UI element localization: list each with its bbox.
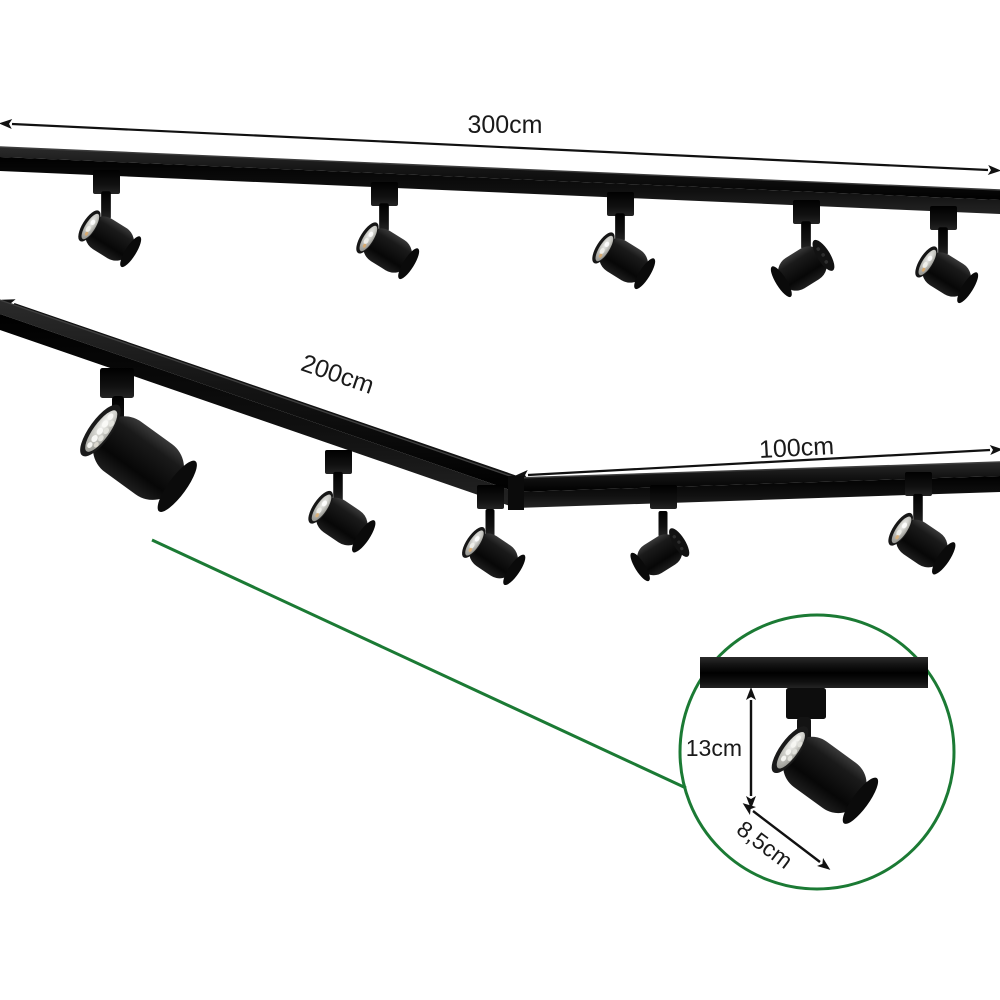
track-adapter: [477, 485, 504, 509]
dimension-100cm: 100cm: [515, 432, 1000, 480]
lower-spotlight-group: [303, 450, 960, 588]
rail-top-face: [0, 147, 1000, 200]
spotlight-body: [92, 416, 184, 500]
spotlight-fixture: [303, 450, 380, 556]
detail-rail-top: [700, 657, 928, 673]
dimension-line-300cm: [0, 119, 1000, 175]
spotlight-fixture: [588, 192, 659, 292]
rail-top-face-long: [0, 300, 516, 492]
callout-circle: [678, 613, 956, 891]
track-adapter: [325, 450, 352, 474]
spotlight-fixture: [627, 485, 693, 584]
spotlight-fixture-detailed: [80, 368, 197, 512]
track-adapter: [650, 485, 677, 509]
track-adapter: [607, 192, 634, 216]
detail-rail-face: [700, 673, 928, 688]
track-adapter: [905, 472, 932, 496]
detail-track-adapter: [786, 688, 826, 719]
dimension-label-300cm: 300cm: [467, 111, 542, 139]
spotlight-fixture: [911, 206, 982, 306]
rail-highlight: [0, 146, 1000, 191]
callout-leader-line: [151, 538, 687, 790]
spotlight-back-cap: [157, 460, 197, 512]
spotlight-fixture: [767, 200, 839, 300]
spotlight-fixture: [457, 485, 529, 588]
track-adapter: [100, 368, 134, 398]
detail-back-cap: [842, 777, 879, 824]
rail-highlight-short: [515, 461, 1000, 479]
dimension-300cm: 300cm: [0, 111, 1000, 175]
detail-fixture-group: [700, 657, 928, 824]
detail-spotlight-body: [783, 736, 867, 814]
led-array: [87, 413, 115, 448]
track-adapter: [371, 182, 398, 206]
lower-track-assembly: 200cm 100cm: [0, 299, 1000, 588]
dimension-line-200cm: [1, 299, 533, 483]
detail-led-array: [780, 735, 803, 762]
upper-track-assembly: 300cm: [0, 111, 1000, 306]
dimension-line-85cm: [742, 803, 831, 870]
track-adapter: [793, 200, 820, 224]
spotlight-fixture: [883, 472, 960, 578]
rail-top-face-short: [516, 462, 1000, 492]
spotlight-head: [80, 404, 197, 512]
rail-highlight-long: [0, 299, 517, 479]
dimension-label-100cm: 100cm: [758, 432, 834, 464]
upper-spotlight-group: [74, 170, 982, 306]
spotlight-fixture: [352, 182, 423, 282]
dimension-13cm: 13cm: [686, 687, 756, 809]
dimension-line-100cm: [515, 445, 1000, 480]
rail-front-face: [0, 157, 1000, 214]
dimension-label-13cm: 13cm: [686, 735, 742, 761]
track-adapter: [930, 206, 957, 230]
upper-track-rail: [0, 146, 1000, 214]
lower-track-rail: [0, 299, 1000, 510]
rail-corner-joint: [508, 476, 524, 510]
track-adapter: [93, 170, 120, 194]
spotlight-fixture: [74, 170, 145, 270]
detail-spotlight-head: [771, 726, 879, 824]
rail-front-face-long: [0, 314, 516, 508]
rail-front-face-short: [516, 476, 1000, 508]
